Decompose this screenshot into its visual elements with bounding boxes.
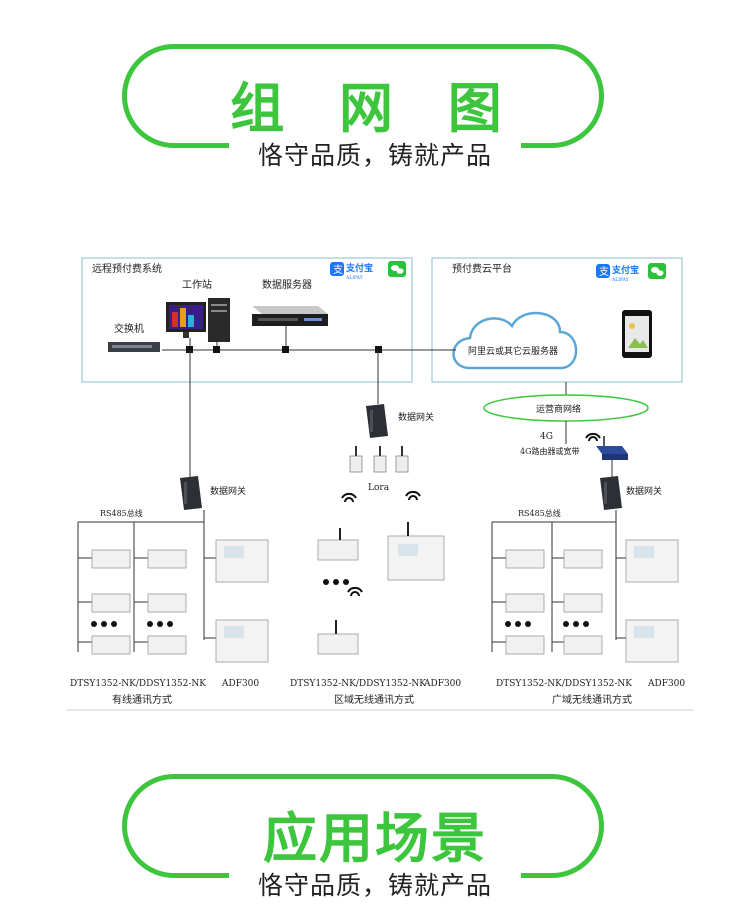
- network-diagram: 远程预付费系统 支 支付宝 ALIPAY 交换机 工作站 数据服务器: [66, 257, 694, 711]
- tablet-icon: [622, 310, 652, 358]
- cloud-icon: [452, 311, 578, 370]
- workstation-device: [166, 298, 230, 342]
- wide-bus: [491, 510, 626, 652]
- banner-subtitle: 恪守品质，铸就产品: [229, 136, 521, 172]
- router-device: [596, 436, 628, 460]
- gateway-device-wired: [180, 476, 202, 510]
- wifi-icon: [585, 432, 601, 442]
- router-label: 4G路由器或宽带: [520, 446, 579, 456]
- cloud-label: 阿里云或其它云服务器: [468, 345, 558, 357]
- meter-model-wide: DTSY1352-NK/DDSY1352-NK: [496, 679, 632, 689]
- switch-device: [108, 342, 160, 352]
- gateway-label-wide: 数据网关: [626, 485, 662, 497]
- gateway-device-lora: [366, 404, 388, 438]
- banner-title: 组 网 图: [230, 77, 520, 140]
- meter-model-wired: DTSY1352-NK/DDSY1352-NK: [70, 679, 206, 689]
- operator-network-label: 运营商网络: [536, 403, 581, 415]
- svg-text:支: 支: [333, 264, 343, 276]
- data-server-device: [252, 306, 328, 326]
- banner-title-bottom: 应用场景: [263, 807, 487, 870]
- alipay-text: 支付宝: [345, 262, 373, 274]
- left-panel-title: 远程预付费系统: [92, 262, 162, 275]
- adf300-units: [215, 535, 679, 663]
- bottom-banner: 应用场景 恪守品质，铸就产品: [0, 774, 750, 914]
- adf-model-wired: ADF300: [221, 679, 259, 689]
- gateway-label-lora: 数据网关: [398, 411, 434, 423]
- router-4g: 4G: [540, 432, 553, 442]
- banner-subtitle-bottom: 恪守品质，铸就产品: [229, 866, 521, 902]
- switch-label: 交换机: [114, 322, 144, 335]
- gateway-device-wide: [600, 476, 622, 510]
- top-banner: 组 网 图 恪守品质，铸就产品: [0, 44, 750, 184]
- lora-nodes: [349, 446, 409, 473]
- alipay-sub-right: ALIPAY: [611, 277, 630, 283]
- wifi-icon-regional: [341, 490, 421, 597]
- caption-wired: 有线通讯方式: [112, 693, 172, 706]
- svg-text:支: 支: [599, 266, 609, 278]
- gateway-label-wired: 数据网关: [210, 485, 246, 497]
- right-panel-title: 预付费云平台: [452, 262, 512, 275]
- alipay-sub: ALIPAY: [345, 275, 364, 281]
- left-panel: [81, 257, 413, 383]
- rs485-label-wide: RS485总线: [518, 508, 561, 518]
- alipay-logo: 支 支付宝 ALIPAY: [330, 262, 373, 281]
- wechat-icon-right: [648, 263, 666, 279]
- alipay-text-right: 支付宝: [611, 264, 639, 276]
- meter-dots: [91, 579, 589, 627]
- wechat-icon: [388, 261, 406, 277]
- wired-bus: [77, 510, 216, 652]
- wireless-antennas: [335, 522, 409, 634]
- server-label: 数据服务器: [262, 278, 312, 291]
- alipay-logo-right: 支 支付宝 ALIPAY: [596, 264, 639, 283]
- adf300-screens: [224, 544, 654, 638]
- adf-model-regional: ADF300: [423, 679, 461, 689]
- caption-regional: 区域无线通讯方式: [334, 693, 414, 706]
- rs485-label-wired: RS485总线: [100, 508, 143, 518]
- meter-units: [91, 539, 603, 655]
- caption-wide: 广域无线通讯方式: [552, 693, 632, 706]
- workstation-label: 工作站: [182, 278, 212, 291]
- meter-model-regional: DTSY1352-NK/DDSY1352-NK: [290, 679, 426, 689]
- lora-label: Lora: [368, 483, 390, 493]
- adf-model-wide: ADF300: [647, 679, 685, 689]
